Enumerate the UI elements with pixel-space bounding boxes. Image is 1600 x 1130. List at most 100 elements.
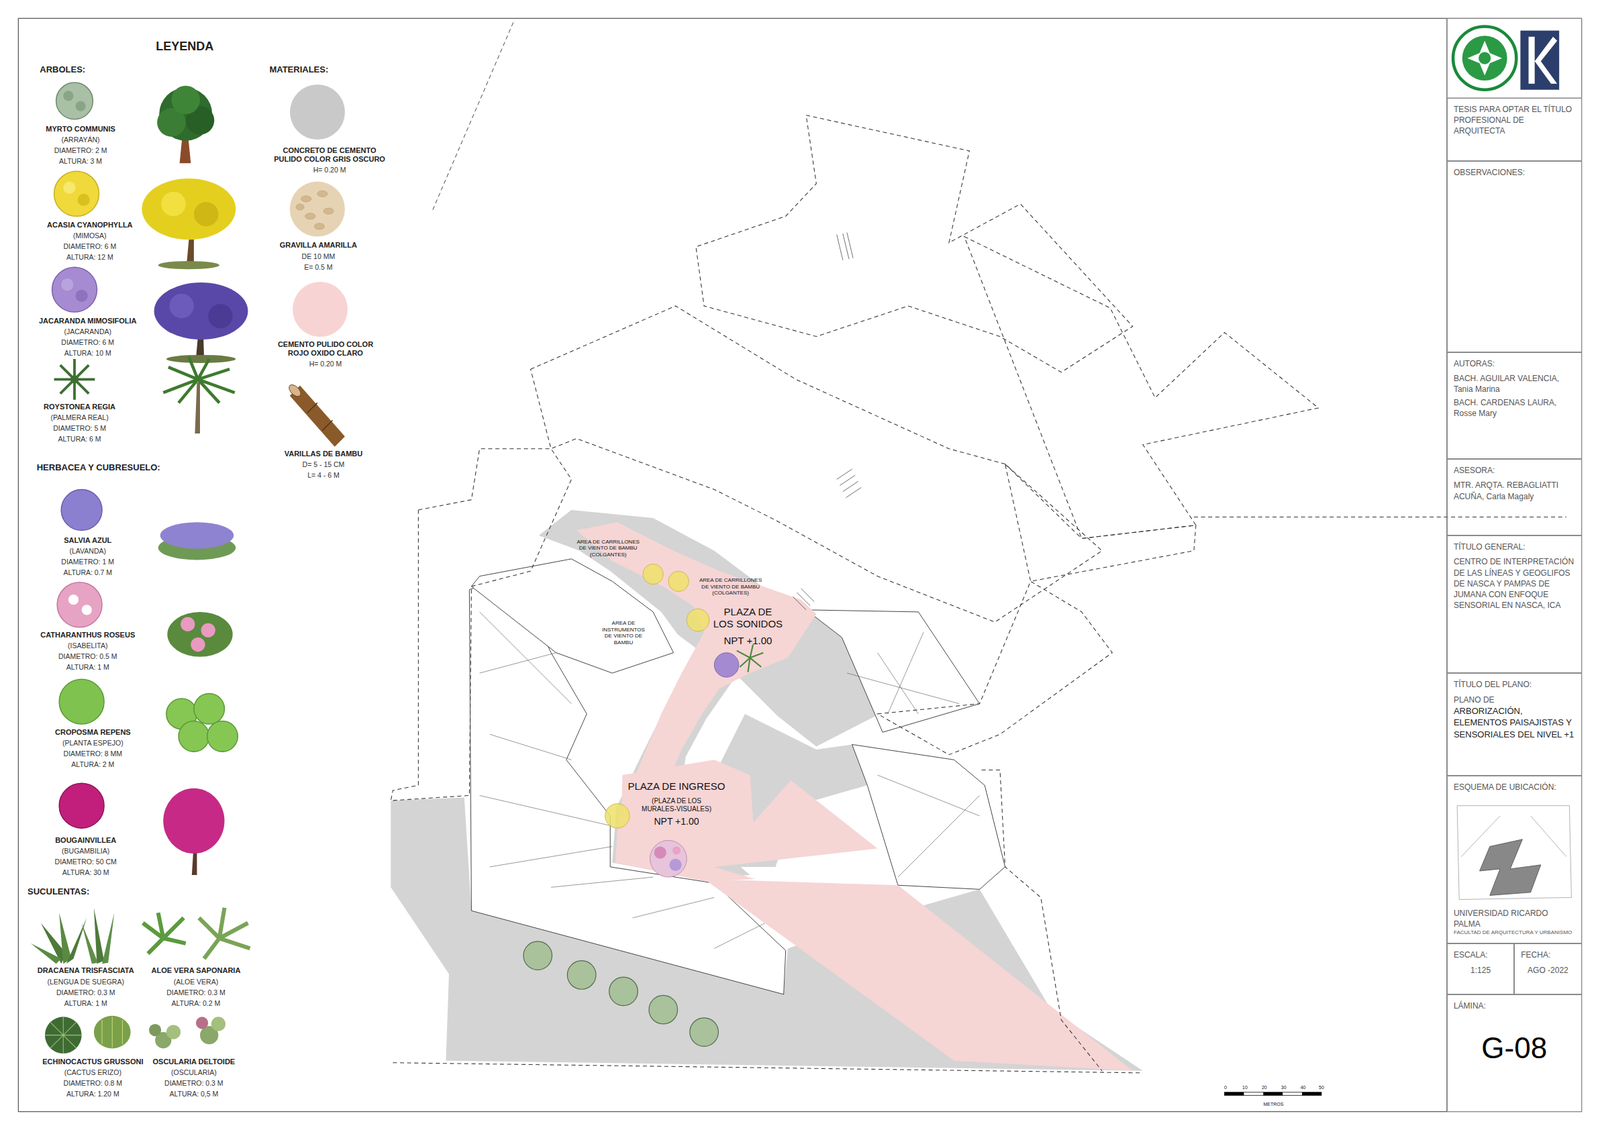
legend-detail: DIAMETRO: 2 M [31, 144, 130, 156]
legend-name: ACASIA CYANOPHYLLA [33, 220, 146, 230]
legend-detail: (PALMERA REAL) [28, 412, 131, 423]
legend-detail: DIAMETRO: 0.5 M [31, 651, 144, 662]
dashed-building [390, 115, 1567, 1074]
legend-detail: (BUGAMBILIA) [34, 845, 137, 857]
cell-text: TÍTULO GENERAL: [1453, 541, 1576, 553]
legend-detail: ALTURA: 1.20 M [39, 1088, 147, 1100]
legend-detail: DIAMETRO: 0.8 M [39, 1077, 147, 1089]
cell-text: BACH. AGUILAR VALENCIA, Tania Marina [1453, 373, 1576, 395]
legend-detail: DIAMETRO: 6 M [33, 240, 146, 252]
scale-label: 10 [1237, 1085, 1252, 1091]
cell-text: BACH. CARDENAS LAURA, Rosse Mary [1453, 397, 1576, 419]
map-spacer [1453, 792, 1576, 909]
legend-detail: (JACARANDA) [26, 326, 149, 337]
scale-label: METROS [1242, 1102, 1305, 1108]
faculty-logo [1520, 30, 1560, 90]
legend-detail: (ALOE VERA) [142, 976, 250, 988]
title-block-cell: TÍTULO GENERAL: CENTRO DE INTERPRETACIÓN … [1446, 535, 1582, 674]
legend-detail: ALTURA: 6 M [28, 433, 131, 445]
legend-detail: DIAMETRO: 0.3 M [142, 1077, 245, 1089]
legend-name: OSCULARIA DELTOIDE [142, 1057, 245, 1067]
plan-label: NPT +1.00 [712, 634, 784, 647]
legend-name: JACARANDA MIMOSIFOLIA [26, 316, 149, 326]
title-block-cell: TESIS PARA OPTAR EL TÍTULO PROFESIONAL D… [1446, 97, 1582, 162]
title-block-cell: ASESORA:MTR. ARQTA. REBAGLIATTI ACUÑA, C… [1446, 459, 1582, 536]
legend-detail: DIAMETRO: 50 CM [34, 856, 137, 868]
legend-detail: DIAMETRO: 8 MM [41, 748, 144, 760]
title-block-cell: ESQUEMA DE UBICACIÓN:UNIVERSIDAD RICARDO… [1446, 775, 1582, 945]
title-block-cell: LÁMINA:G-08 [1446, 994, 1582, 1113]
scale-label: 40 [1295, 1085, 1311, 1091]
legend-detail: ALTURA: 12 M [33, 251, 146, 263]
legend-name: ALOE VERA SAPONARIA [142, 966, 250, 976]
legend-swatch [289, 84, 345, 140]
legend-name: DRACAENA TRISFASCIATA [32, 966, 140, 976]
legend-name: ECHINOCACTUS GRUSSONI [39, 1057, 147, 1067]
title-block-cell: ESCALA:1:125 [1446, 943, 1515, 995]
cell-text: CENTRO DE INTERPRETACIÓN DE LAS LÍNEAS Y… [1453, 556, 1576, 611]
cell-text: TÍTULO DEL PLANO: [1453, 679, 1576, 690]
legend-detail: E= 0.5 M [257, 261, 380, 273]
legend-detail: H= 0.20 M [268, 164, 391, 176]
legend-name: CROPOSMA REPENS [41, 728, 144, 737]
location-sketch [1457, 806, 1572, 900]
legend-heading: SUCULENTAS: [27, 886, 90, 898]
cell-text: AUTORAS: [1453, 358, 1576, 370]
plant-symbol [30, 82, 251, 1054]
scale-label: 0 [1218, 1085, 1233, 1091]
legend-detail: ALTURA: 3 M [31, 155, 130, 167]
legend-detail: ALTURA: 0.7 M [36, 567, 139, 578]
cell-text: FECHA: [1520, 949, 1575, 961]
cell-text: UNIVERSIDAD RICARDO PALMA [1453, 908, 1576, 930]
legend-name: CEMENTO PULIDO COLOR ROJO OXIDO CLARO [268, 340, 383, 358]
legend-detail: DIAMETRO: 5 M [28, 422, 131, 434]
cell-text: AGO -2022 [1520, 965, 1575, 976]
cell-text: FACULTAD DE ARQUITECTURA Y URBANISMO [1453, 929, 1576, 937]
legend-detail: ALTURA: 2 M [41, 759, 144, 770]
legend-name: MYRTO COMMUNIS [31, 124, 130, 134]
plan-label: (PLAZA DE LOS MURALES-VISUALES) [635, 797, 718, 814]
legend-detail: DIAMETRO: 0.3 M [32, 987, 140, 998]
legend-detail: (MIMOSA) [33, 230, 146, 241]
legend-detail: (OSCULARIA) [142, 1067, 245, 1078]
legend-name: VARILLAS DE BAMBU [262, 449, 385, 459]
scale-label: 50 [1314, 1085, 1329, 1091]
title-block-cell: AUTORAS: BACH. AGUILAR VALENCIA, Tania Ma… [1446, 352, 1582, 460]
legend-detail: ALTURA: 10 M [26, 347, 149, 359]
legend-detail: (ARRAYÁN) [31, 134, 130, 145]
pink-paving [576, 522, 1133, 1072]
legend-detail: ALTURA: 30 M [34, 867, 137, 878]
scale-bar [1224, 1092, 1321, 1096]
sheet-frame [18, 18, 1582, 1112]
plan-label: PLAZA DE INGRESO [620, 780, 733, 793]
scale-label: 30 [1276, 1085, 1291, 1091]
cell-text: ARBORIZACIÓN, ELEMENTOS PAISAJISTAS Y SE… [1453, 705, 1576, 741]
grey-pavement [390, 510, 1143, 1072]
legend-name: CATHARANTHUS ROSEUS [31, 630, 144, 640]
legend-detail: (LAVANDA) [36, 545, 139, 557]
legend-detail: D= 5 - 15 CM [262, 459, 385, 470]
cell-text: OBSERVACIONES: [1453, 167, 1576, 178]
plan-label: PLAZA DE LOS SONIDOS [712, 606, 784, 631]
legend-detail: DIAMETRO: 1 M [36, 556, 139, 568]
legend-detail: ALTURA: 0.2 M [142, 997, 250, 1009]
legend-detail: L= 4 - 6 M [262, 469, 385, 481]
legend-heading: MATERIALES: [269, 64, 329, 76]
legend-name: CONCRETO DE CEMENTO PULIDO COLOR GRIS OS… [268, 146, 391, 164]
legend-detail: (CACTUS ERIZO) [39, 1067, 147, 1078]
cell-text: MTR. ARQTA. REBAGLIATTI ACUÑA, Carla Mag… [1453, 479, 1576, 502]
plan-label: NPT +1.00 [635, 816, 718, 828]
plan-label: AREA DE INSTRUMENTOS DE VIENTO DE BAMBU [598, 620, 648, 646]
plan-shrub [523, 941, 719, 1047]
tree-picture [141, 85, 248, 434]
legend-swatch [292, 281, 348, 337]
legend-name: GRAVILLA AMARILLA [257, 240, 380, 250]
plan-label: AREA DE CARRILLONES DE VIENTO DE BAMBU (… [576, 538, 640, 559]
legend-detail: DIAMETRO: 6 M [26, 336, 149, 348]
title-block-cell: TÍTULO DEL PLANO:PLANO DEARBORIZACIÓN, E… [1446, 673, 1582, 776]
stair-hatch [792, 232, 862, 611]
legend-heading: LEYENDA [123, 39, 246, 55]
university-logo [1453, 26, 1517, 90]
scale-label: 20 [1257, 1085, 1272, 1091]
